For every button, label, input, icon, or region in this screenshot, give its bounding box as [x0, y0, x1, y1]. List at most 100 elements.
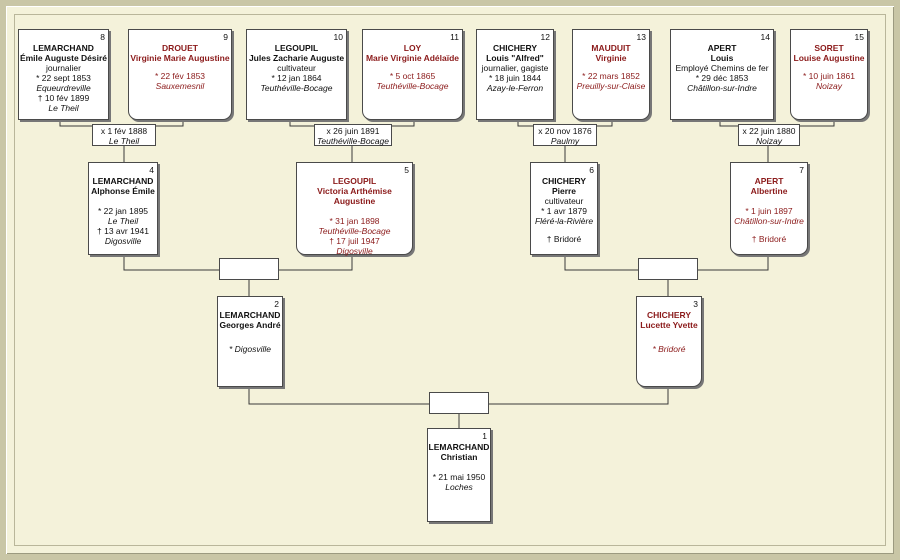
- person-occupation: cultivateur: [277, 63, 316, 73]
- person-birth-place: Le Theil: [107, 216, 139, 226]
- person-occupation: journalier, gagiste: [481, 63, 549, 73]
- person-surname: CHICHERY: [541, 176, 587, 186]
- person-surname: LEGOUPIL: [274, 43, 319, 53]
- person-birth: * 22 fév 1853: [154, 71, 206, 81]
- person-given-name: Victoria Arthémise Augustine: [317, 186, 392, 206]
- person-surname: CHICHERY: [646, 310, 692, 320]
- person-box-8[interactable]: 8 LEMARCHAND Émile Auguste Désiré journa…: [18, 29, 109, 120]
- person-box-15[interactable]: 15 SORET Louise Augustine * 10 juin 1861…: [790, 29, 868, 120]
- person-birth: * 18 juin 1844: [489, 73, 541, 83]
- person-occupation: cultivateur: [544, 196, 584, 206]
- person-box-7[interactable]: 7 APERT Albertine * 1 juin 1897 Châtillo…: [730, 162, 808, 255]
- marriage-box-10-11[interactable]: x 26 juin 1891 Teuthéville-Bocage: [314, 124, 392, 146]
- marriage-date: x 20 nov 1876: [538, 126, 592, 136]
- person-given-name: Alphonse Émile: [91, 186, 155, 196]
- person-birth-place: Preuilly-sur-Claise: [576, 81, 646, 91]
- person-given-name: Georges André: [219, 320, 281, 330]
- marriage-date: x 26 juin 1891: [326, 126, 380, 136]
- person-number: 9: [223, 32, 228, 42]
- person-box-6[interactable]: 6 CHICHERY Pierre cultivateur * 1 avr 18…: [530, 162, 598, 255]
- person-birth-place: Equeurdreville: [36, 83, 91, 93]
- person-surname: MAUDUIT: [591, 43, 631, 53]
- person-surname: LEMARCHAND: [33, 43, 94, 53]
- marriage-box-14-15[interactable]: x 22 juin 1880 Noizay: [738, 124, 800, 146]
- marriage-place: Noizay: [756, 136, 782, 146]
- person-given-name: Albertine: [750, 186, 788, 196]
- person-given-name: Virginie Marie Augustine: [130, 53, 230, 63]
- person-birth: * 1 avr 1879: [541, 206, 587, 216]
- person-surname: APERT: [707, 43, 737, 53]
- person-birth-place: Teuthéville-Bocage: [260, 83, 333, 93]
- person-box-11[interactable]: 11 LOY Marie Virginie Adélaïde * 5 oct 1…: [362, 29, 463, 120]
- person-death-place: Le Theil: [48, 103, 79, 113]
- person-given-name: Louise Augustine: [793, 53, 865, 63]
- person-surname: CHICHERY: [492, 43, 538, 53]
- person-number: 6: [589, 165, 594, 175]
- person-surname: LEMARCHAND: [428, 442, 490, 452]
- person-number: 8: [100, 32, 105, 42]
- person-occupation: Employé Chemins de fer: [675, 63, 769, 73]
- person-number: 15: [854, 32, 864, 42]
- person-box-1[interactable]: 1 LEMARCHAND Christian * 21 mai 1950 Loc…: [427, 428, 491, 522]
- person-surname: LEGOUPIL: [332, 176, 377, 186]
- person-surname: LEMARCHAND: [92, 176, 154, 186]
- person-box-13[interactable]: 13 MAUDUIT Virginie * 22 mars 1852 Preui…: [572, 29, 650, 120]
- person-box-3[interactable]: 3 CHICHERY Lucette Yvette * Bridoré: [636, 296, 702, 387]
- marriage-box-4-5[interactable]: [219, 258, 279, 280]
- person-birth: * 22 sept 1853: [36, 73, 91, 83]
- person-birth: * 5 oct 1865: [389, 71, 436, 81]
- person-given-name: Louis "Alfred": [486, 53, 544, 63]
- marriage-place: Le Theil: [108, 136, 140, 146]
- person-given-name: Virginie: [595, 53, 627, 63]
- marriage-date: x 1 fév 1888: [100, 126, 148, 136]
- marriage-box-6-7[interactable]: [638, 258, 698, 280]
- person-birth-place: Châtillon-sur-Indre: [734, 216, 804, 226]
- marriage-place: Paulmy: [550, 136, 580, 146]
- person-box-4[interactable]: 4 LEMARCHAND Alphonse Émile * 22 jan 189…: [88, 162, 158, 255]
- person-birth-place: Teuthéville-Bocage: [318, 226, 391, 236]
- marriage-place: Teuthéville-Bocage: [317, 136, 389, 146]
- person-birth-place: Châtillon-sur-Indre: [687, 83, 757, 93]
- person-surname: APERT: [754, 176, 784, 186]
- person-given-name: Jules Zacharie Auguste: [248, 53, 345, 63]
- person-birth: * 29 déc 1853: [695, 73, 749, 83]
- person-birth: * 22 mars 1852: [582, 71, 640, 81]
- marriage-box-12-13[interactable]: x 20 nov 1876 Paulmy: [533, 124, 597, 146]
- person-number: 2: [274, 299, 279, 309]
- person-birth-place: Loches: [445, 482, 473, 492]
- person-occupation: journalier: [46, 63, 81, 73]
- person-number: 1: [482, 431, 487, 441]
- person-birth: * 21 mai 1950: [432, 472, 486, 482]
- person-surname: DROUET: [162, 43, 198, 53]
- person-given-name: Louis: [710, 53, 734, 63]
- person-birth-place: Azay-le-Ferron: [486, 83, 544, 93]
- marriage-date: x 22 juin 1880: [742, 126, 796, 136]
- person-birth: * 1 juin 1897: [745, 206, 793, 216]
- marriage-box-2-3[interactable]: [429, 392, 489, 414]
- person-surname: SORET: [814, 43, 844, 53]
- person-box-2[interactable]: 2 LEMARCHAND Georges André * Digosville: [217, 296, 283, 387]
- person-box-12[interactable]: 12 CHICHERY Louis "Alfred" journalier, g…: [476, 29, 554, 120]
- person-box-10[interactable]: 10 LEGOUPIL Jules Zacharie Auguste culti…: [246, 29, 347, 120]
- person-given-name: Pierre: [551, 186, 577, 196]
- person-birth: * 10 juin 1861: [803, 71, 855, 81]
- person-given-name: Christian: [440, 452, 478, 462]
- person-birth-place: Fléré-la-Rivière: [534, 216, 594, 226]
- person-death: † Bridoré: [546, 234, 582, 244]
- person-number: 11: [450, 32, 459, 42]
- person-number: 10: [333, 32, 343, 42]
- person-surname: LEMARCHAND: [219, 310, 281, 320]
- person-death: † 10 fév 1899: [37, 93, 90, 103]
- person-box-14[interactable]: 14 APERT Louis Employé Chemins de fer * …: [670, 29, 774, 120]
- person-box-9[interactable]: 9 DROUET Virginie Marie Augustine * 22 f…: [128, 29, 232, 120]
- marriage-box-8-9[interactable]: x 1 fév 1888 Le Theil: [92, 124, 156, 146]
- person-number: 5: [404, 165, 409, 175]
- chart-inner-border: [14, 14, 886, 546]
- person-box-5[interactable]: 5 LEGOUPIL Victoria Arthémise Augustine …: [296, 162, 413, 256]
- person-birth: * 31 jan 1898: [329, 216, 380, 226]
- person-birth-place: Sauxemesnil: [155, 81, 205, 91]
- person-birth: * 22 jan 1895: [97, 206, 149, 216]
- person-death: † 17 juil 1947: [329, 236, 380, 246]
- person-given-name: Lucette Yvette: [640, 320, 698, 330]
- person-death: † 13 avr 1941: [97, 226, 149, 236]
